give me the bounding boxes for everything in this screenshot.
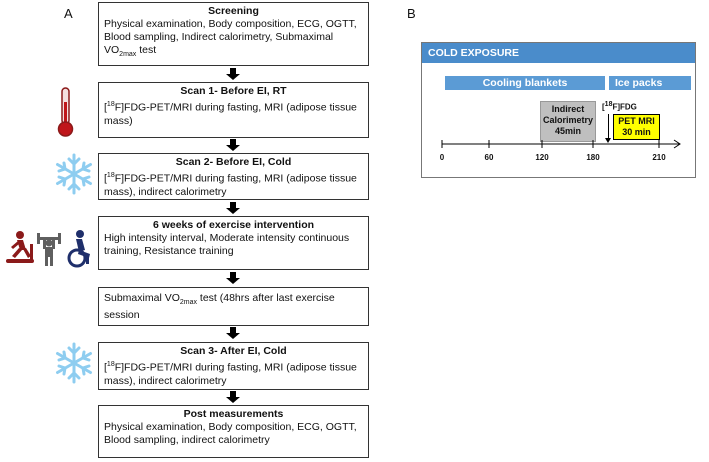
vo2max-box: Submaximal VO2max test (48hrs after last… [98,287,369,326]
snowflake-icon [52,341,96,385]
box-title: Post measurements [183,408,284,420]
exercise-box: 6 weeks of exercise intervention High in… [98,216,369,270]
tick-label: 0 [439,153,445,162]
box-body: [18F]FDG-PET/MRI during fasting, MRI (ad… [104,172,357,198]
cooling-blankets-bar: Cooling blankets [445,76,605,90]
box-body: Physical examination, Body composition, … [104,421,357,446]
scan2-box: Scan 2- Before EI, Cold [18F]FDG-PET/MRI… [98,153,369,200]
scan3-box: Scan 3- After EI, Cold [18F]FDG-PET/MRI … [98,342,369,390]
fdg-injection-arrow [608,114,609,139]
tick-label: 180 [586,153,600,162]
box-title: 6 weeks of exercise intervention [152,219,315,231]
box-body: High intensity interval, Moderate intens… [104,232,350,257]
ice-packs-bar: Ice packs [609,76,691,90]
timeline [441,139,681,149]
panel-a-label: A [64,6,73,21]
box-title: Scan 3- After EI, Cold [180,345,287,357]
box-title: Scan 1- Before EI, RT [180,85,287,97]
ic-line-3: 45min [554,126,581,136]
box-body: Physical examination, Body composition, … [104,18,357,59]
ic-line-1: Indirect [551,104,585,114]
fdg-arrow-head [605,138,611,143]
panel-header: COLD EXPOSURE [422,43,695,63]
box-body: [18F]FDG-PET/MRI during fasting, MRI (ad… [104,361,357,387]
box-body: [18F]FDG-PET/MRI during fasting, MRI (ad… [104,101,357,127]
scan1-box: Scan 1- Before EI, RT [18F]FDG-PET/MRI d… [98,82,369,138]
box-title: Scan 2- Before EI, Cold [175,156,292,168]
fdg-label: [18F]FDG [602,101,637,112]
ic-line-2: Calorimetry [542,115,594,125]
pet-line-1: PET MRI [618,116,655,126]
indirect-calorimetry-box: Indirect Calorimetry 45min [540,101,596,142]
post-measurements-box: Post measurements Physical examination, … [98,405,369,458]
cooling-blankets-label: Cooling blankets [482,77,568,89]
tick-label: 60 [484,153,494,162]
pet-mri-box: PET MRI 30 min [613,114,660,140]
box-title: Screening [208,5,259,17]
pet-line-2: 30 min [622,127,651,137]
box-body: Submaximal VO2max test (48hrs after last… [104,292,335,322]
tick-label: 210 [652,153,666,162]
tick-label: 120 [535,153,549,162]
exercise-icon [2,228,96,270]
thermometer-icon [55,86,75,138]
cold-exposure-panel: COLD EXPOSURE Cooling blankets Ice packs… [421,42,696,178]
snowflake-icon [52,152,96,196]
panel-b-label: B [407,6,416,21]
screening-box: Screening Physical examination, Body com… [98,2,369,66]
ice-packs-label: Ice packs [615,77,663,89]
